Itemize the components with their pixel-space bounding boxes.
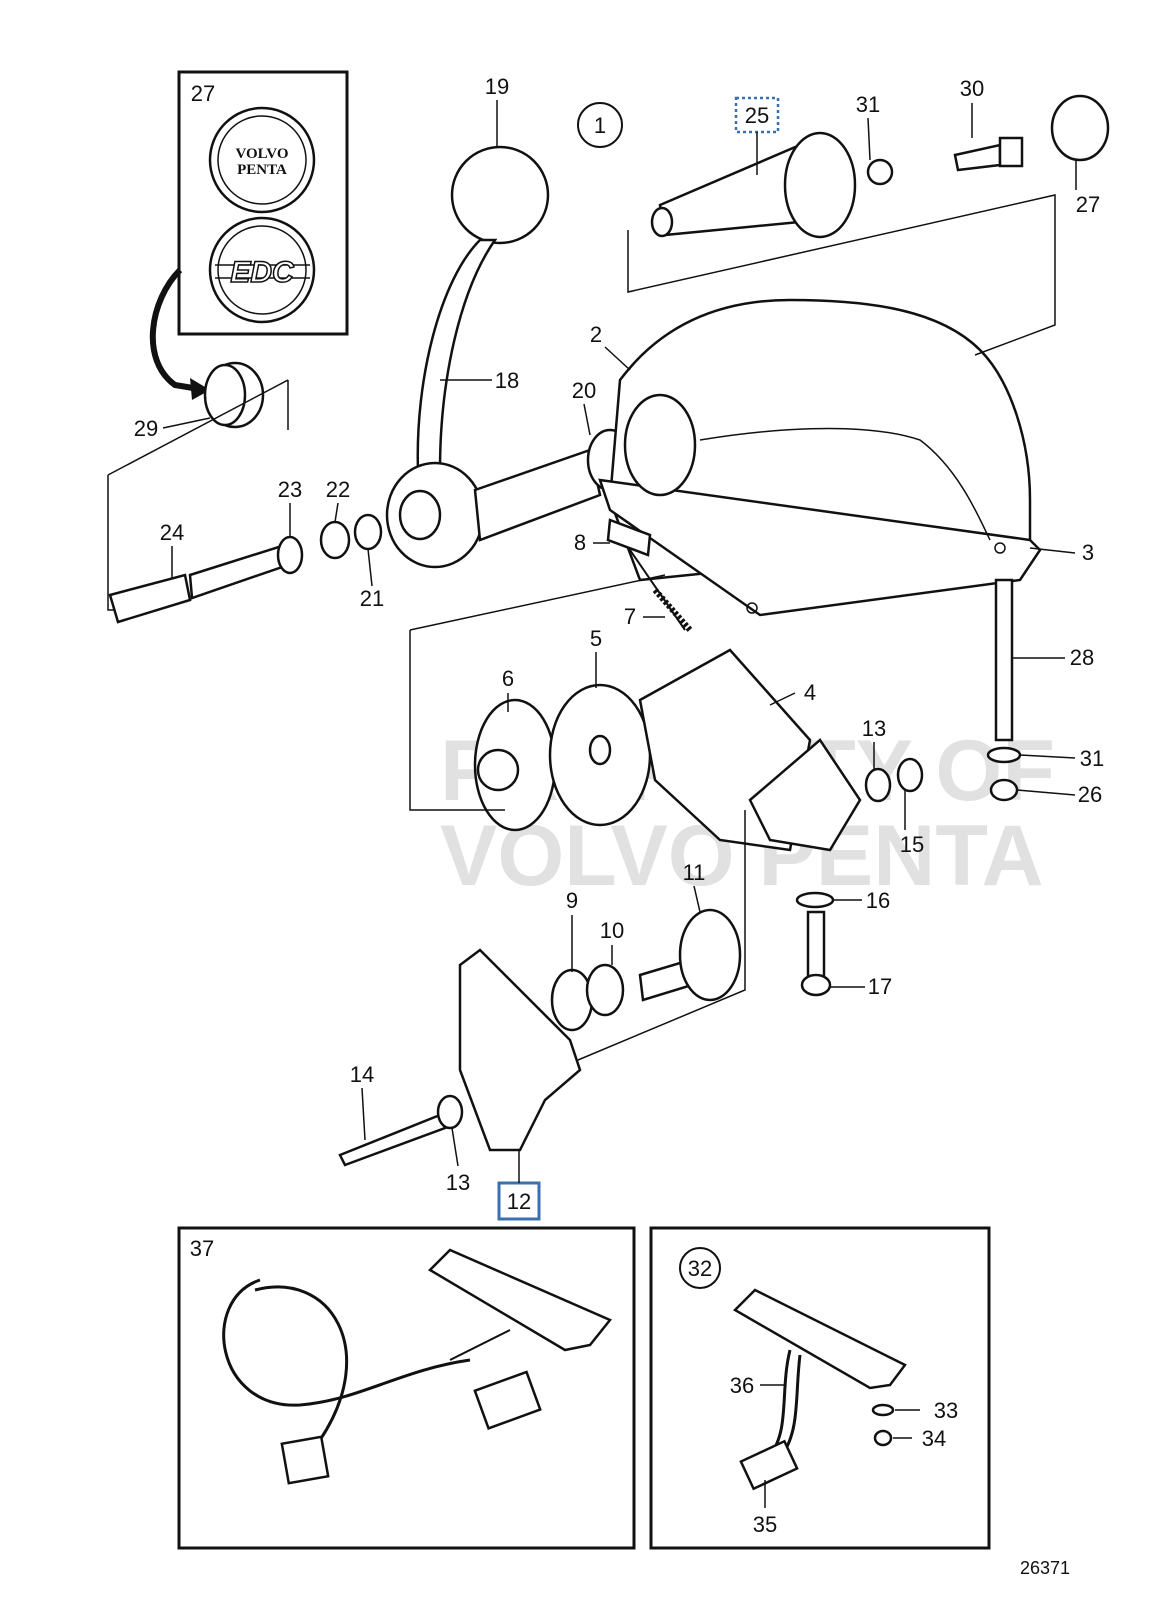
callout-29: 29 bbox=[134, 416, 158, 441]
sensor-assembly bbox=[338, 810, 746, 1167]
part-29-cap bbox=[107, 361, 289, 611]
drawing-number: 26371 bbox=[1020, 1558, 1070, 1578]
callout-14: 14 bbox=[350, 1062, 374, 1087]
badge-inset: VOLVO PENTA EDC bbox=[149, 70, 349, 400]
callout-28: 28 bbox=[1070, 645, 1094, 670]
callout-16: 16 bbox=[866, 888, 890, 913]
callout-27-inset: 27 bbox=[191, 81, 215, 106]
callout-32: 32 bbox=[688, 1256, 712, 1281]
callout-31-top: 31 bbox=[856, 92, 880, 117]
callout-4: 4 bbox=[804, 680, 816, 705]
housing bbox=[598, 298, 1042, 617]
callout-7: 7 bbox=[624, 604, 636, 629]
badge-volvo-line2: PENTA bbox=[237, 162, 287, 178]
callout-6: 6 bbox=[502, 666, 514, 691]
callout-22: 22 bbox=[326, 477, 350, 502]
callout-labels: 1 2 3 4 5 6 7 8 9 10 11 12 13 13 14 15 1… bbox=[134, 74, 1104, 1221]
callout-37: 37 bbox=[190, 1236, 214, 1261]
callout-15: 15 bbox=[900, 832, 924, 857]
badge-edc: EDC bbox=[230, 256, 295, 289]
callout-21: 21 bbox=[360, 586, 384, 611]
callout-24: 24 bbox=[160, 520, 184, 545]
callout-8: 8 bbox=[574, 530, 586, 555]
callout-18: 18 bbox=[495, 368, 519, 393]
callout-1-circle bbox=[577, 102, 623, 148]
bolt-24 bbox=[108, 513, 383, 624]
callout-25: 25 bbox=[745, 103, 769, 128]
callout-9: 9 bbox=[566, 888, 578, 913]
callout-26: 26 bbox=[1078, 782, 1102, 807]
callout-5: 5 bbox=[590, 626, 602, 651]
inset-32: 32 33 34 35 36 bbox=[649, 1226, 991, 1550]
callout-19: 19 bbox=[485, 74, 509, 99]
callout-13-lower: 13 bbox=[446, 1170, 470, 1195]
callout-30: 30 bbox=[960, 76, 984, 101]
callout-11: 11 bbox=[683, 860, 706, 885]
screw-17 bbox=[795, 891, 835, 997]
callout-35: 35 bbox=[753, 1512, 777, 1537]
callout-20: 20 bbox=[572, 378, 596, 403]
callout-23: 23 bbox=[278, 477, 302, 502]
callout-10: 10 bbox=[600, 918, 624, 943]
lever-assembly bbox=[385, 145, 634, 569]
callout-1: 1 bbox=[594, 113, 606, 138]
callout-36: 36 bbox=[730, 1373, 754, 1398]
gear-plate-assembly bbox=[409, 574, 924, 852]
spring-pin-7-8 bbox=[606, 518, 693, 632]
inset-37: 37 bbox=[177, 1226, 636, 1550]
callout-17: 17 bbox=[868, 974, 892, 999]
badge-volvo-line1: VOLVO bbox=[235, 146, 288, 162]
callout-31-right: 31 bbox=[1080, 746, 1104, 771]
leader-lines bbox=[162, 100, 1077, 1183]
callout-13-upper: 13 bbox=[862, 716, 886, 741]
callout-33: 33 bbox=[934, 1398, 958, 1423]
callout-27-right: 27 bbox=[1076, 192, 1100, 217]
shaft-assembly-25 bbox=[627, 94, 1110, 356]
callout-2: 2 bbox=[590, 322, 602, 347]
callout-12: 12 bbox=[507, 1189, 531, 1214]
callout-34: 34 bbox=[922, 1426, 946, 1451]
callout-3: 3 bbox=[1082, 540, 1094, 565]
stud-28 bbox=[986, 578, 1022, 802]
